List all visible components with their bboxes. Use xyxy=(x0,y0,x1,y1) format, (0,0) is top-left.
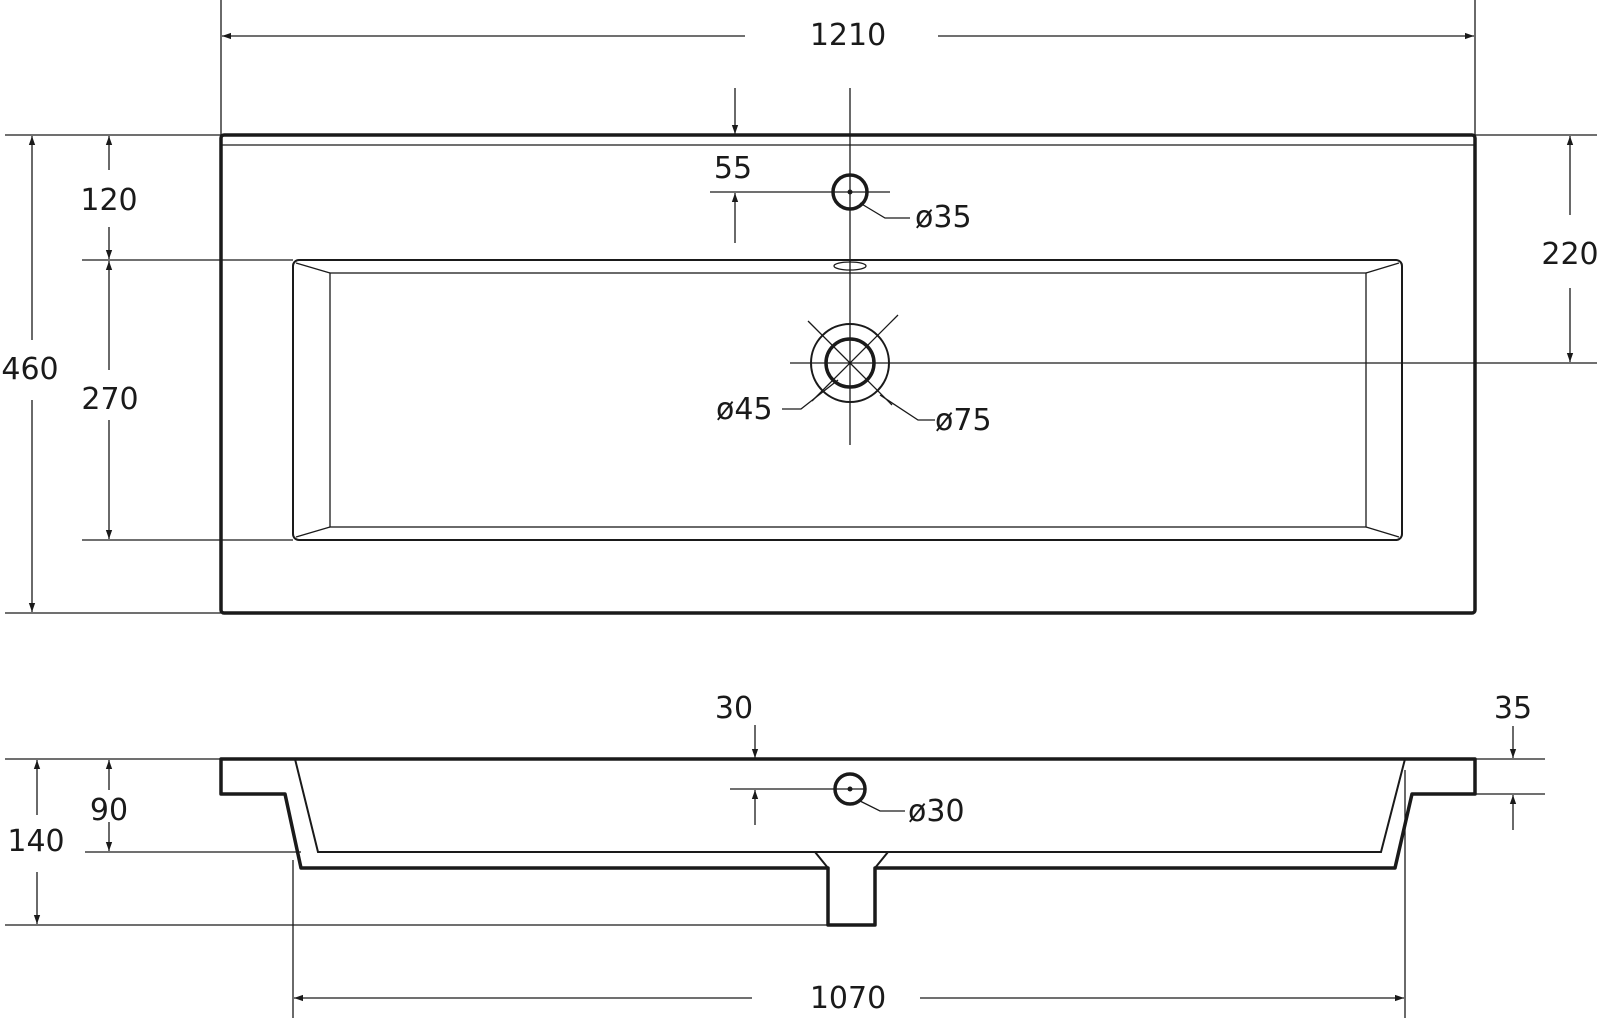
basin-inner-profile xyxy=(294,758,1406,853)
basin-bottom-outline xyxy=(329,272,1367,528)
dim-basin-depth-label: 270 xyxy=(81,382,138,417)
dim-rim-height-label: 30 xyxy=(715,691,753,726)
drain-diagonal-b xyxy=(811,314,899,402)
dim-basin-width-label: 1070 xyxy=(810,981,886,1016)
side-view xyxy=(219,757,1477,927)
dim-total-height-label: 140 xyxy=(7,824,64,859)
dim-tap-diameter-label: ø35 xyxy=(915,200,972,235)
countertop-outline xyxy=(219,133,1477,615)
leader-drain-inner xyxy=(782,379,839,410)
basin-bevel-tr xyxy=(1365,262,1400,274)
top-view-dimensions: 1210 460 120 270 55 220 ø35 ø45 xyxy=(1,0,1599,614)
dim-tap-offset-label: 55 xyxy=(714,151,752,186)
drain-funnel xyxy=(814,851,889,869)
side-profile xyxy=(219,757,1477,927)
basin-outline xyxy=(292,259,1403,541)
dim-basin-offset-label: 120 xyxy=(80,183,137,218)
top-view xyxy=(219,88,1597,615)
dim-rim-step-label: 35 xyxy=(1494,691,1532,726)
dim-drain-offset-label: 220 xyxy=(1541,237,1598,272)
leader-tap-hole xyxy=(859,202,910,219)
leader-drain-outer xyxy=(879,394,935,421)
dim-width-label: 1210 xyxy=(810,18,886,53)
basin-bevel-tl xyxy=(295,262,331,274)
side-view-dimensions: 30 35 90 140 1070 ø30 xyxy=(5,691,1545,1018)
dim-basin-height-label: 90 xyxy=(90,793,128,828)
basin-bevel-bl xyxy=(295,526,331,538)
dim-drain-inner-label: ø45 xyxy=(716,392,773,427)
dim-drain-outer-label: ø75 xyxy=(935,403,992,438)
basin-bevel-br xyxy=(1365,526,1400,538)
dim-overflow-diameter-label: ø30 xyxy=(908,794,965,829)
dim-depth-label: 460 xyxy=(1,352,58,387)
leader-overflow xyxy=(857,799,905,812)
